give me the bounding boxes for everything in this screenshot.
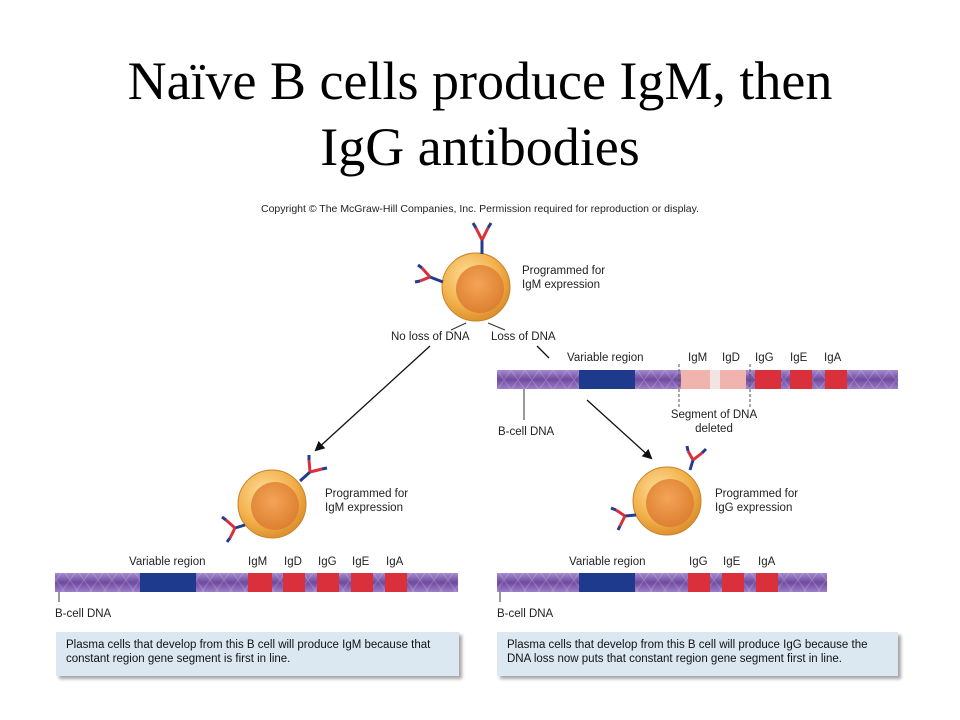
top-seg-igd: IgD xyxy=(722,352,740,364)
variable-region-segment xyxy=(579,370,635,389)
right-variable-label: Variable region xyxy=(569,556,646,568)
antibody-icon xyxy=(221,515,246,543)
right-seg-ige: IgE xyxy=(723,556,741,568)
top-dna-label: B-cell DNA xyxy=(498,426,555,438)
igm-segment-deleted xyxy=(681,370,711,389)
antibody-icon xyxy=(414,263,444,284)
left-cell-label-2: IgM expression xyxy=(325,502,403,514)
antibody-icon xyxy=(471,222,493,254)
left-dna-strand xyxy=(55,573,458,592)
arrow-loss xyxy=(586,399,653,460)
left-caption: Plasma cells that develop from this B ce… xyxy=(56,632,459,676)
arrow-no-loss xyxy=(314,345,431,452)
left-cell-label-1: Programmed for xyxy=(325,488,408,500)
iga-segment xyxy=(756,573,778,592)
top-seg-iga: IgA xyxy=(824,352,842,364)
left-seg-igd: IgD xyxy=(284,556,302,568)
igd-segment-deleted xyxy=(719,370,746,389)
top-dna-strand xyxy=(497,364,898,407)
igg-segment xyxy=(688,573,710,592)
antibody-icon xyxy=(685,445,708,471)
igg-segment xyxy=(317,573,339,592)
ige-segment xyxy=(722,573,744,592)
top-seg-igg: IgG xyxy=(755,352,774,364)
top-cell-label-2: IgM expression xyxy=(522,279,600,291)
top-cell-label-1: Programmed for xyxy=(522,265,605,277)
antibody-icon xyxy=(298,455,328,483)
top-seg-igm: IgM xyxy=(688,352,707,364)
right-caption: Plasma cells that develop from this B ce… xyxy=(497,632,898,676)
left-seg-iga: IgA xyxy=(386,556,404,568)
antibody-icon xyxy=(610,506,637,531)
deleted-label-2: deleted xyxy=(695,423,733,435)
left-variable-label: Variable region xyxy=(129,556,206,568)
left-seg-igg: IgG xyxy=(318,556,337,568)
slide-title: Naïve B cells produce IgM, then IgG anti… xyxy=(0,48,960,180)
left-seg-ige: IgE xyxy=(352,556,370,568)
right-seg-igg: IgG xyxy=(689,556,708,568)
left-seg-igm: IgM xyxy=(248,556,267,568)
title-line-1: Naïve B cells produce IgM, then xyxy=(127,51,833,111)
right-b-cell: Programmed for IgG expression xyxy=(610,445,798,536)
variable-region-segment xyxy=(579,573,635,592)
igm-segment xyxy=(248,573,272,592)
branch-label-loss: Loss of DNA xyxy=(491,331,556,343)
igg-segment xyxy=(755,370,781,389)
branch-label-no-loss: No loss of DNA xyxy=(391,331,470,343)
right-dna-label: B-cell DNA xyxy=(497,608,554,620)
right-seg-iga: IgA xyxy=(758,556,776,568)
top-seg-ige: IgE xyxy=(790,352,808,364)
left-dna-label: B-cell DNA xyxy=(55,608,112,620)
ige-segment xyxy=(790,370,812,389)
variable-region-segment xyxy=(140,573,196,592)
ige-segment xyxy=(351,573,373,592)
right-cell-label-2: IgG expression xyxy=(715,502,792,514)
title-line-2: IgG antibodies xyxy=(320,117,640,177)
right-cell-label-1: Programmed for xyxy=(715,488,798,500)
deleted-label-1: Segment of DNA xyxy=(671,409,758,421)
copyright-notice: Copyright © The McGraw-Hill Companies, I… xyxy=(260,203,700,215)
top-variable-label: Variable region xyxy=(567,352,644,364)
iga-segment xyxy=(385,573,407,592)
left-b-cell: Programmed for IgM expression xyxy=(221,455,408,543)
right-dna-strand xyxy=(497,573,827,592)
top-b-cell: Programmed for IgM expression xyxy=(414,222,605,322)
iga-segment xyxy=(825,370,847,389)
igd-segment xyxy=(283,573,305,592)
